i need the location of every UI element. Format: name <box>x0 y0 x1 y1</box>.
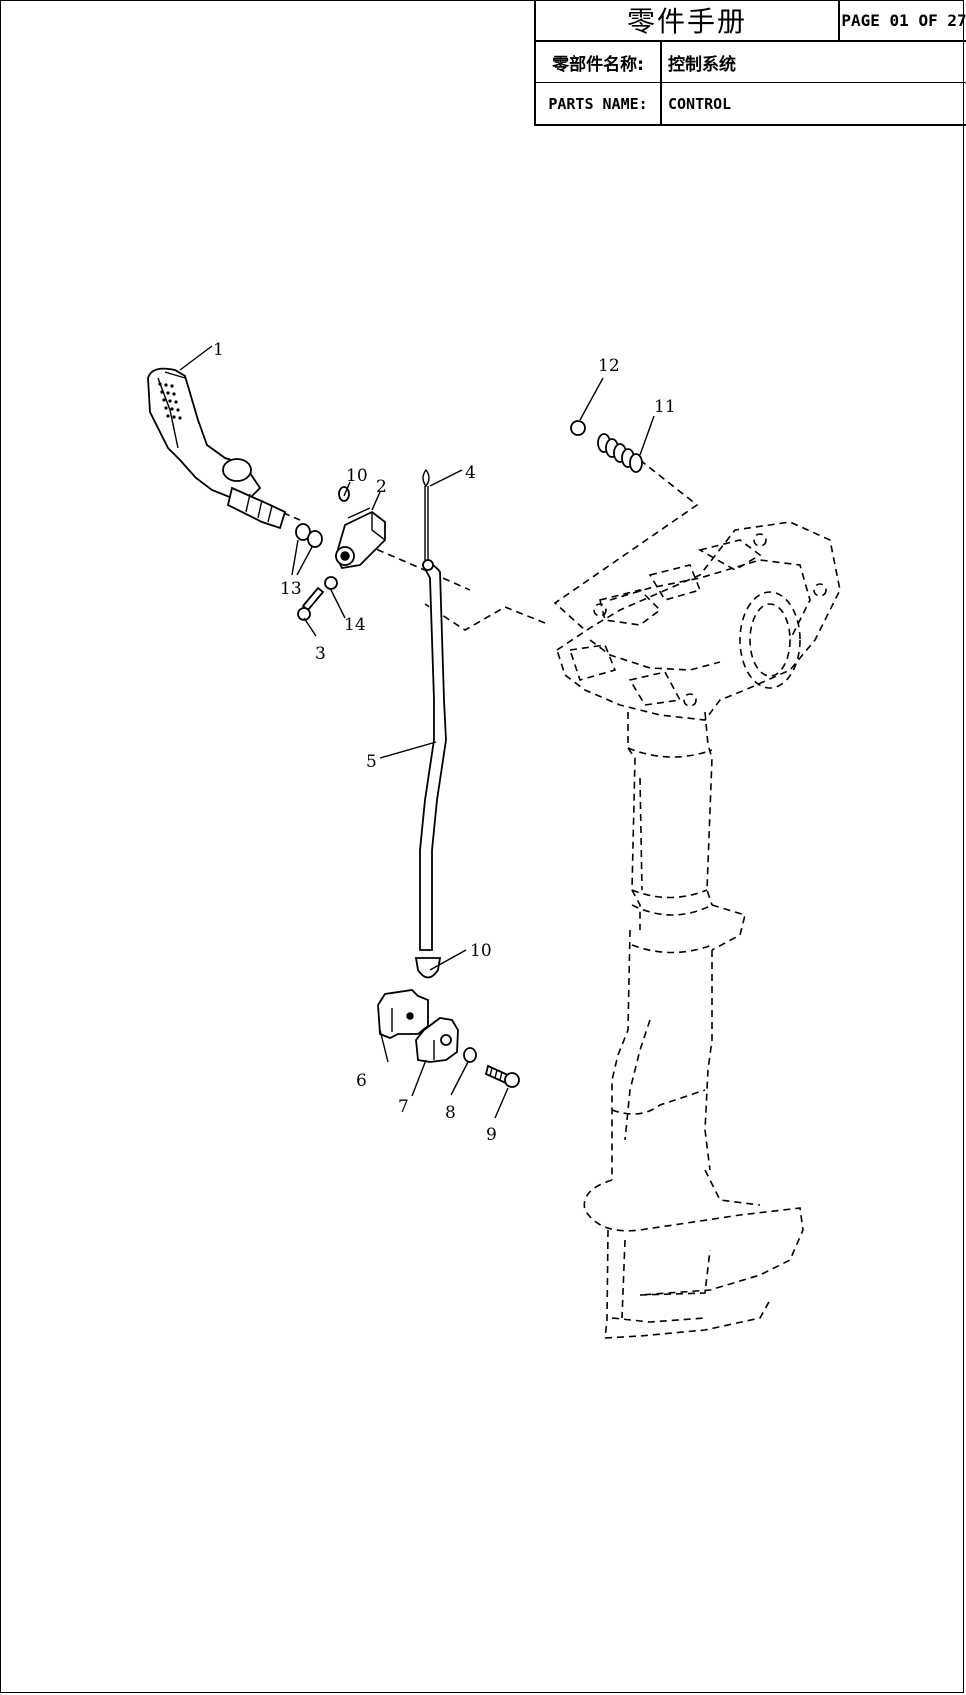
callout-numbers: 1 2 3 4 5 6 7 8 9 10 10 11 12 13 14 <box>213 340 676 1145</box>
part-12-o-ring <box>570 420 586 436</box>
title-block: 零件手册 PAGE 01 OF 27 零部件名称: 控制系统 PARTS NAM… <box>534 0 966 126</box>
callout-10-lower: 10 <box>470 941 492 961</box>
part-6-clamp <box>377 989 429 1039</box>
callout-1: 1 <box>213 340 224 360</box>
callout-10-upper: 10 <box>346 466 368 486</box>
part-3-screw <box>297 586 325 621</box>
page-indicator: PAGE 01 OF 27 <box>840 0 966 42</box>
callout-12: 12 <box>598 356 620 376</box>
callout-4: 4 <box>465 463 476 483</box>
callout-8: 8 <box>445 1103 456 1123</box>
parts-name-label-cn: 零部件名称: <box>536 42 662 83</box>
part-9-bolt <box>484 1064 520 1088</box>
parts-name-value-en: CONTROL <box>668 94 732 113</box>
part-4-cotter-pin <box>422 468 430 560</box>
parts-name-label-en: PARTS NAME: <box>536 83 662 124</box>
part-14-washer <box>324 576 338 590</box>
manual-title: 零件手册 <box>536 0 840 42</box>
callout-leaders <box>179 345 655 1119</box>
callout-3: 3 <box>315 644 326 664</box>
callout-2: 2 <box>376 477 387 497</box>
callout-11: 11 <box>654 397 676 417</box>
callout-9: 9 <box>486 1125 497 1145</box>
part-13-o-rings <box>295 523 323 548</box>
callout-14: 14 <box>344 615 366 635</box>
callout-7: 7 <box>398 1097 409 1117</box>
part-1-lever <box>147 367 287 530</box>
part-7-clamp <box>415 1017 459 1063</box>
callout-6: 6 <box>356 1071 367 1091</box>
housing-outline <box>556 521 841 1339</box>
part-5-rod <box>414 559 447 979</box>
callout-5: 5 <box>366 752 377 772</box>
parts-name-value-cn: 控制系统 <box>662 42 966 83</box>
part-11-spring <box>597 433 643 473</box>
callout-13: 13 <box>280 579 302 599</box>
part-8-washer <box>463 1047 477 1063</box>
part-2-joint <box>335 507 386 569</box>
